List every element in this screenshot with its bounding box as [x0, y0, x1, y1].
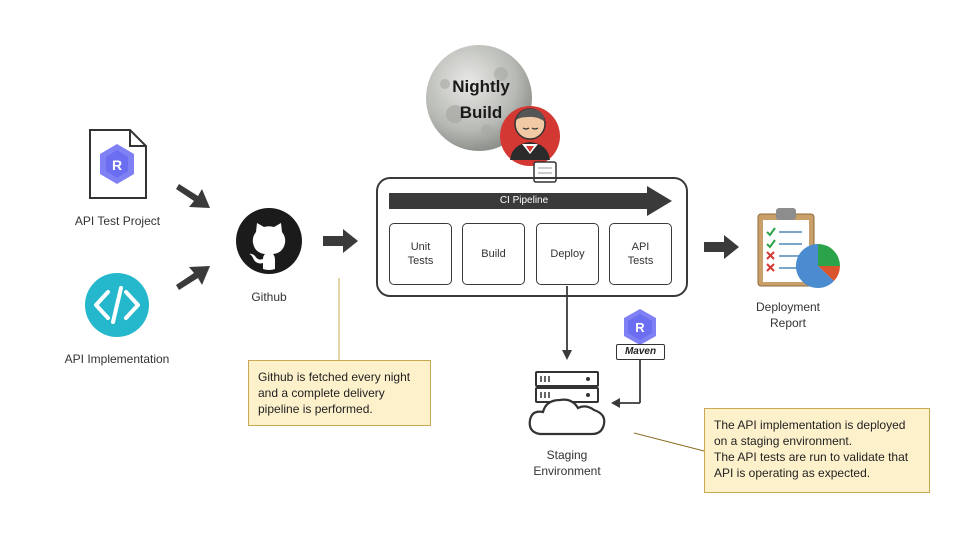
github-label: Github — [251, 290, 287, 304]
arrow-to-pipeline — [323, 229, 358, 253]
api-implementation-label: API Implementation — [64, 352, 170, 366]
svg-text:R: R — [635, 320, 645, 335]
ci-pipeline-arrow — [389, 186, 672, 216]
stage-build: Build — [462, 223, 525, 285]
arrow-to-github-top — [176, 184, 210, 208]
robot-r-icon: R — [624, 309, 656, 345]
github-note: Github is fetched every night and a comp… — [248, 360, 431, 426]
staging-environment-label: Staging Environment — [533, 448, 601, 478]
arrow-to-github-bottom — [176, 266, 210, 290]
api-test-project-label: API Test Project — [74, 214, 161, 228]
deployment-report-label: Deployment Report — [755, 300, 821, 330]
ci-pipeline-container — [376, 177, 688, 297]
maven-icon: Maven — [616, 344, 665, 360]
stage-api-tests: API Tests — [609, 223, 672, 285]
svg-text:R: R — [112, 157, 122, 173]
ci-pipeline-title: CI Pipeline — [499, 195, 549, 206]
code-brackets-icon — [85, 273, 149, 337]
document-r-icon: R — [89, 129, 147, 199]
jenkins-icon — [500, 106, 560, 183]
server-cloud-icon — [528, 371, 606, 436]
maven-label: Maven — [624, 346, 657, 357]
nightly-build-title: Nightly Build — [452, 77, 510, 122]
github-icon — [236, 208, 302, 274]
stage-deploy: Deploy — [536, 223, 599, 285]
clipboard-chart-icon — [757, 208, 840, 288]
stage-unit-tests: Unit Tests — [389, 223, 452, 285]
arrow-to-report — [704, 235, 739, 259]
deploy-note: The API implementation is deployed on a … — [704, 408, 930, 493]
